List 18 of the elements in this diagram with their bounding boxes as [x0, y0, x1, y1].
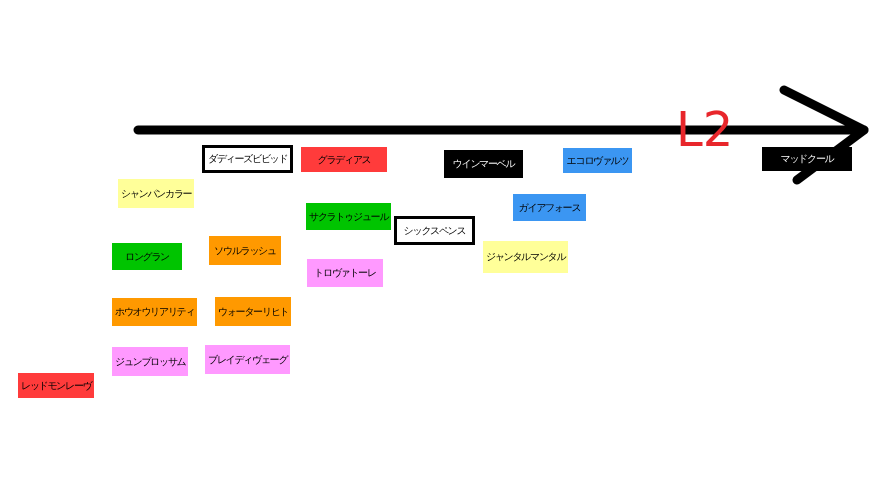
name-tag: シャンパンカラー [118, 179, 194, 208]
name-tag: グラディアス [301, 147, 387, 172]
name-tag: ガイアフォース [513, 194, 586, 221]
name-tag: ウォーターリヒト [215, 297, 292, 326]
name-tag: ジャンタルマンタル [483, 241, 568, 273]
name-tag: ブレイディヴェーグ [205, 345, 290, 374]
name-tag: ロングラン [112, 243, 182, 270]
name-tag: ホウオウリアリティ [112, 298, 198, 326]
name-tag: ジュンブロッサム [112, 347, 188, 376]
name-tag: ソウルラッシュ [209, 236, 281, 265]
name-tag: サクラトゥジュール [306, 203, 392, 230]
name-tag: レッドモンレーヴ [18, 373, 94, 398]
name-tag: マッドクール [762, 147, 852, 171]
name-tag: トロヴァトーレ [307, 259, 383, 287]
name-tag: ダディーズビビッド [202, 145, 294, 173]
name-tag: シックスペンス [394, 216, 475, 245]
name-tag: エコロヴァルツ [563, 148, 632, 173]
name-tag: ウインマーベル [444, 150, 523, 178]
